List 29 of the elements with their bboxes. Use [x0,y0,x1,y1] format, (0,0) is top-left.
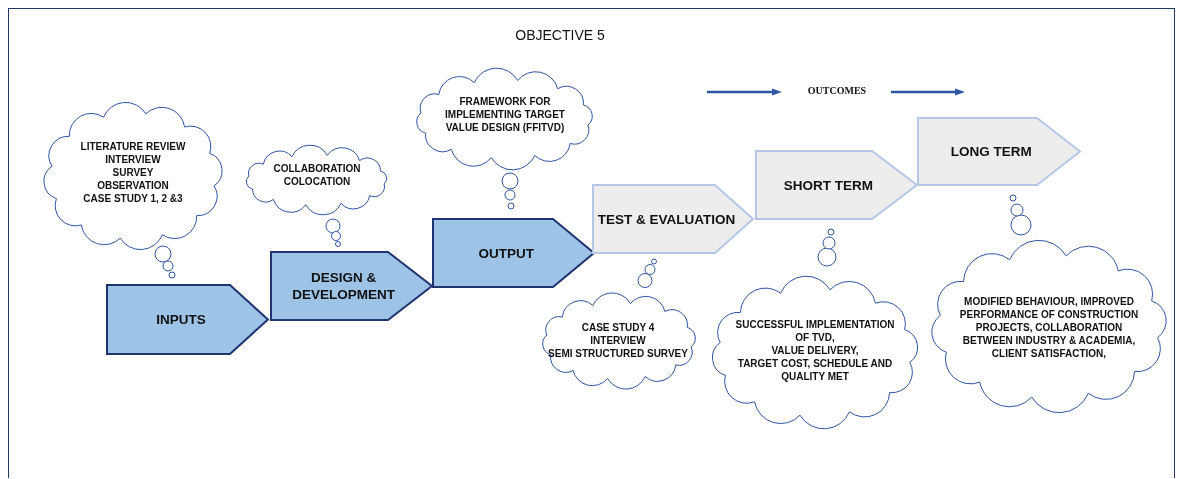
chevron-step [593,185,753,253]
cloud-text: TARGET COST, SCHEDULE AND QUALITY MET [736,356,894,383]
step-label: OUTPUT [478,244,534,262]
diagram-title: OBJECTIVE 5 [514,27,606,43]
cloud-text: COLLABORATION [273,162,361,175]
step-label: TEST & EVALUATION [597,210,736,228]
cloud-text: COLOCATION [283,175,351,188]
cloud-text: OBSERVATION [97,178,169,192]
cloud-text: MODIFIED BEHAVIOUR, IMPROVED PERFORMANCE OF CONSTRUCTION PROJECTS, COLLABORATION BETWEEN INDUSTRY & ACADEMIA, CLIENT SATISFACTION, [958,294,1140,360]
step-label: INPUTS [156,311,206,328]
step-label: DESIGN & DEVELOPMENT [291,269,396,303]
cloud-text: SURVEY [112,165,154,179]
cloud-text: SUCCESSFUL IMPLEMENTATION OF TVD, [735,317,895,344]
chevron-step [271,252,432,320]
cloud-text: SEMI STRUCTURED SURVEY [548,346,688,360]
cloud-text: CASE STUDY 4 [581,320,655,334]
cloud-text: INTERVIEW [105,152,161,166]
step-label: LONG TERM [950,143,1032,160]
cloud-text: CASE STUDY 1, 2 &3 [83,191,183,205]
chevron-step [433,219,594,287]
step-label: SHORT TERM [783,176,873,194]
cloud-text: VALUE DELIVERY, [771,343,859,357]
chevron-step [107,285,268,354]
cloud-text: FRAMEWORK FOR IMPLEMENTING TARGET VALUE DESIGN (FFITVD) [444,94,566,134]
section-label: OUTCOMES [806,85,868,96]
cloud-text: INTERVIEW [590,333,646,347]
chevron-step [756,151,917,219]
chevron-step [918,118,1080,185]
cloud-text: LITERATURE REVIEW [80,139,186,153]
